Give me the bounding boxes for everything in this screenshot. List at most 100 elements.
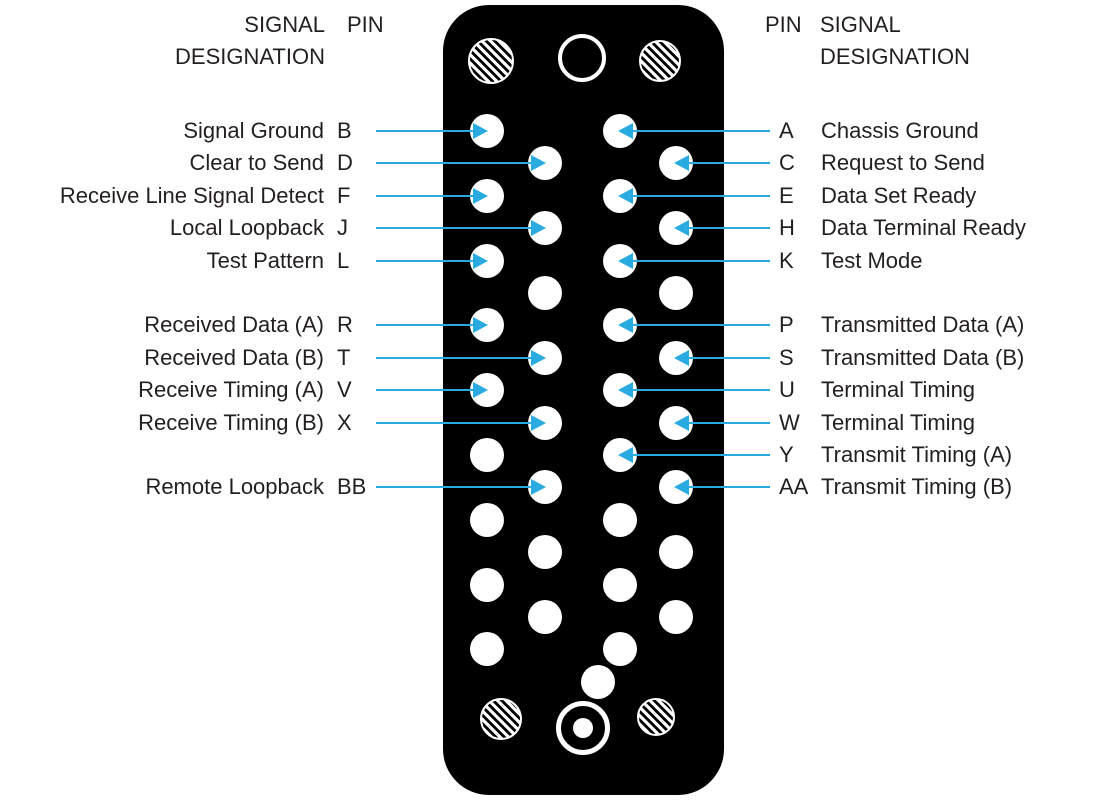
leader-arrowhead-U-icon <box>618 382 633 398</box>
pin-hole <box>470 632 504 666</box>
leader-arrowhead-P-icon <box>618 317 633 333</box>
signal-label: Data Terminal Ready <box>821 215 1027 240</box>
leader-arrowhead-H-icon <box>674 220 689 236</box>
right-label-row: A Chassis Ground <box>779 115 979 147</box>
signal-label: Clear to Send <box>189 150 324 175</box>
right-label-row: K Test Mode <box>779 245 923 277</box>
leader-arrowhead-R-icon <box>473 317 488 333</box>
leader-line-K <box>633 260 770 262</box>
left-header-signal-designation: SIGNAL DESIGNATION <box>0 9 325 73</box>
leader-line-E <box>633 195 770 197</box>
leader-arrowhead-E-icon <box>618 188 633 204</box>
pin-hole <box>659 600 693 634</box>
pin-hole <box>470 568 504 602</box>
right-header-signal-line2: DESIGNATION <box>820 44 970 69</box>
left-header-signal-line2: DESIGNATION <box>175 44 325 69</box>
leader-line-X <box>376 422 532 424</box>
pin-letter: H <box>779 215 795 240</box>
pin-letter: C <box>779 150 795 175</box>
signal-label: Receive Line Signal Detect <box>59 183 324 208</box>
pin-letter: J <box>337 215 348 240</box>
pin-letter: V <box>337 377 352 402</box>
pin-letter: BB <box>337 474 367 499</box>
signal-label: Test Pattern <box>206 248 324 273</box>
signal-label: Transmit Timing (A) <box>821 442 1013 467</box>
leader-line-C <box>689 162 770 164</box>
pin-letter: AA <box>779 474 809 499</box>
left-label-row: Signal Ground B <box>0 115 377 147</box>
left-header-signal-line1: SIGNAL <box>244 12 325 37</box>
leader-line-T <box>376 357 532 359</box>
signal-label: Transmitted Data (B) <box>821 345 1025 370</box>
signal-label: Terminal Timing <box>821 410 976 435</box>
right-label-row: U Terminal Timing <box>779 374 975 406</box>
right-header-pin: PIN <box>765 12 802 37</box>
signal-label: Receive Timing (B) <box>138 410 324 435</box>
left-label-row: Receive Timing (A) V <box>0 374 377 406</box>
leader-arrowhead-F-icon <box>473 188 488 204</box>
leader-line-BB <box>376 486 532 488</box>
leader-arrowhead-J-icon <box>531 220 546 236</box>
pin-letter: R <box>337 312 353 337</box>
signal-label: Local Loopback <box>169 215 324 240</box>
pin-letter: A <box>779 118 794 143</box>
right-header-signal-designation: SIGNAL DESIGNATION <box>820 9 970 73</box>
pin-letter: B <box>337 118 352 143</box>
pin-hole <box>603 503 637 537</box>
left-label-row: Local Loopback J <box>0 212 377 244</box>
leader-arrowhead-A-icon <box>618 123 633 139</box>
pin-hole <box>659 535 693 569</box>
pin-hole <box>470 503 504 537</box>
signal-label: Signal Ground <box>183 118 324 143</box>
leader-line-P <box>633 324 770 326</box>
leader-arrowhead-B-icon <box>473 123 488 139</box>
right-label-row: H Data Terminal Ready <box>779 212 1026 244</box>
leader-arrowhead-S-icon <box>674 350 689 366</box>
leader-arrowhead-T-icon <box>531 350 546 366</box>
pin-letter: U <box>779 377 795 402</box>
guide-post-center-dot <box>573 718 593 738</box>
signal-label: Receive Timing (A) <box>138 377 324 402</box>
leader-line-L <box>376 260 474 262</box>
leader-line-J <box>376 227 532 229</box>
leader-line-F <box>376 195 474 197</box>
right-label-row: C Request to Send <box>779 147 985 179</box>
leader-line-R <box>376 324 474 326</box>
leader-arrowhead-D-icon <box>531 155 546 171</box>
signal-label: Chassis Ground <box>821 118 979 143</box>
pin-hole <box>528 276 562 310</box>
pin-hole <box>528 535 562 569</box>
signal-label: Terminal Timing <box>821 377 976 402</box>
pin-letter: X <box>337 410 352 435</box>
right-label-row: E Data Set Ready <box>779 180 976 212</box>
signal-label: Test Mode <box>821 248 923 273</box>
left-header-pin: PIN <box>347 12 384 37</box>
signal-label: Data Set Ready <box>821 183 977 208</box>
left-label-row: Receive Timing (B) X <box>0 407 377 439</box>
screw-bottom-right-icon <box>637 698 675 736</box>
leader-arrowhead-AA-icon <box>674 479 689 495</box>
screw-bottom-left-icon <box>480 698 522 740</box>
pin-letter: K <box>779 248 794 273</box>
left-label-row: Received Data (A)R <box>0 309 377 341</box>
pin-letter: T <box>337 345 351 370</box>
signal-label: Request to Send <box>821 150 985 175</box>
leader-arrowhead-W-icon <box>674 415 689 431</box>
leader-arrowhead-X-icon <box>531 415 546 431</box>
guide-post-bottom-icon <box>556 701 610 755</box>
leader-arrowhead-K-icon <box>618 253 633 269</box>
leader-line-S <box>689 357 770 359</box>
pin-hole <box>470 438 504 472</box>
screw-top-left-icon <box>468 38 514 84</box>
pin-letter: E <box>779 183 794 208</box>
right-header-signal-line1: SIGNAL <box>820 12 901 37</box>
leader-arrowhead-Y-icon <box>618 447 633 463</box>
